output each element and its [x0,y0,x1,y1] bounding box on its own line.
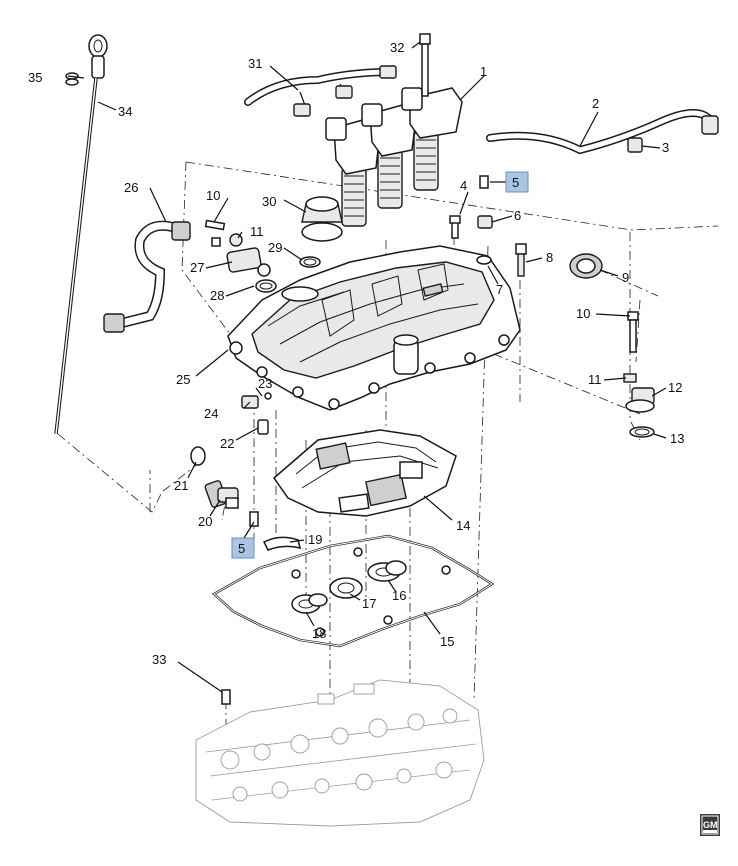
dowel-pin-33 [221,689,231,705]
callout-21: 21 [174,478,188,493]
gm-logo-text: GM [703,820,718,830]
callout-11-right: 11 [588,372,602,387]
callout-33: 33 [152,652,166,667]
plug-8 [515,243,527,277]
callout-10-right: 10 [576,306,590,321]
callout-5-bottom: 5 [238,541,245,556]
connector-3 [627,137,643,153]
ignition-coils [325,87,463,227]
callout-11-left: 11 [250,224,264,239]
callout-9: 9 [622,270,629,285]
callout-16: 16 [392,588,406,603]
callout-30: 30 [262,194,276,209]
callout-17: 17 [362,596,376,611]
baffle-plate [272,429,457,517]
highlight-box-5-bottom [231,537,255,559]
callout-29: 29 [268,240,282,255]
callout-19: 19 [308,532,322,547]
leader-lines [67,41,667,693]
callout-26: 26 [124,180,138,195]
hose-26 [103,220,191,333]
tube-seals [291,560,407,614]
sensor-6 [449,175,493,265]
callout-6: 6 [514,208,521,223]
callout-31: 31 [248,56,262,71]
valve-12 [623,311,655,438]
callout-12: 12 [668,380,682,395]
cylinder-head-ghost [195,679,485,827]
cover-gasket [211,534,495,648]
callout-24: 24 [204,406,218,421]
callout-23: 23 [258,376,272,391]
seal-9 [569,253,603,279]
callout-3: 3 [662,140,669,155]
wiring-harness [244,65,397,117]
half-moon-seal [262,536,302,551]
camshaft-cover [227,245,521,411]
callout-2: 2 [592,96,599,111]
callout-14: 14 [456,518,470,533]
callout-1: 1 [480,64,487,79]
callout-22: 22 [220,436,234,451]
pcv-hose [486,109,719,155]
bolt-32 [419,33,431,97]
callout-8: 8 [546,250,553,265]
callout-13: 13 [670,431,684,446]
callout-15: 15 [440,634,454,649]
callout-5-top: 5 [512,175,519,190]
callout-27: 27 [190,260,204,275]
dipstick [54,34,108,435]
callout-7: 7 [496,282,503,297]
callout-28: 28 [210,288,224,303]
callout-18: 18 [312,626,326,641]
callout-34: 34 [118,104,132,119]
camshaft-actuator-solenoid [204,219,277,293]
callout-labels: 1 2 3 4 5 6 7 8 9 10 10 11 11 12 13 14 1… [28,40,684,667]
callout-4: 4 [460,178,467,193]
callout-32: 32 [390,40,404,55]
callout-10-left: 10 [206,188,220,203]
gm-logo: GM [700,814,720,836]
callout-25: 25 [176,372,190,387]
oil-control-valve [190,392,272,527]
callout-20: 20 [198,514,212,529]
highlight-box-5-top [505,171,529,193]
callout-35: 35 [28,70,42,85]
oil-fill-cap [299,196,343,268]
